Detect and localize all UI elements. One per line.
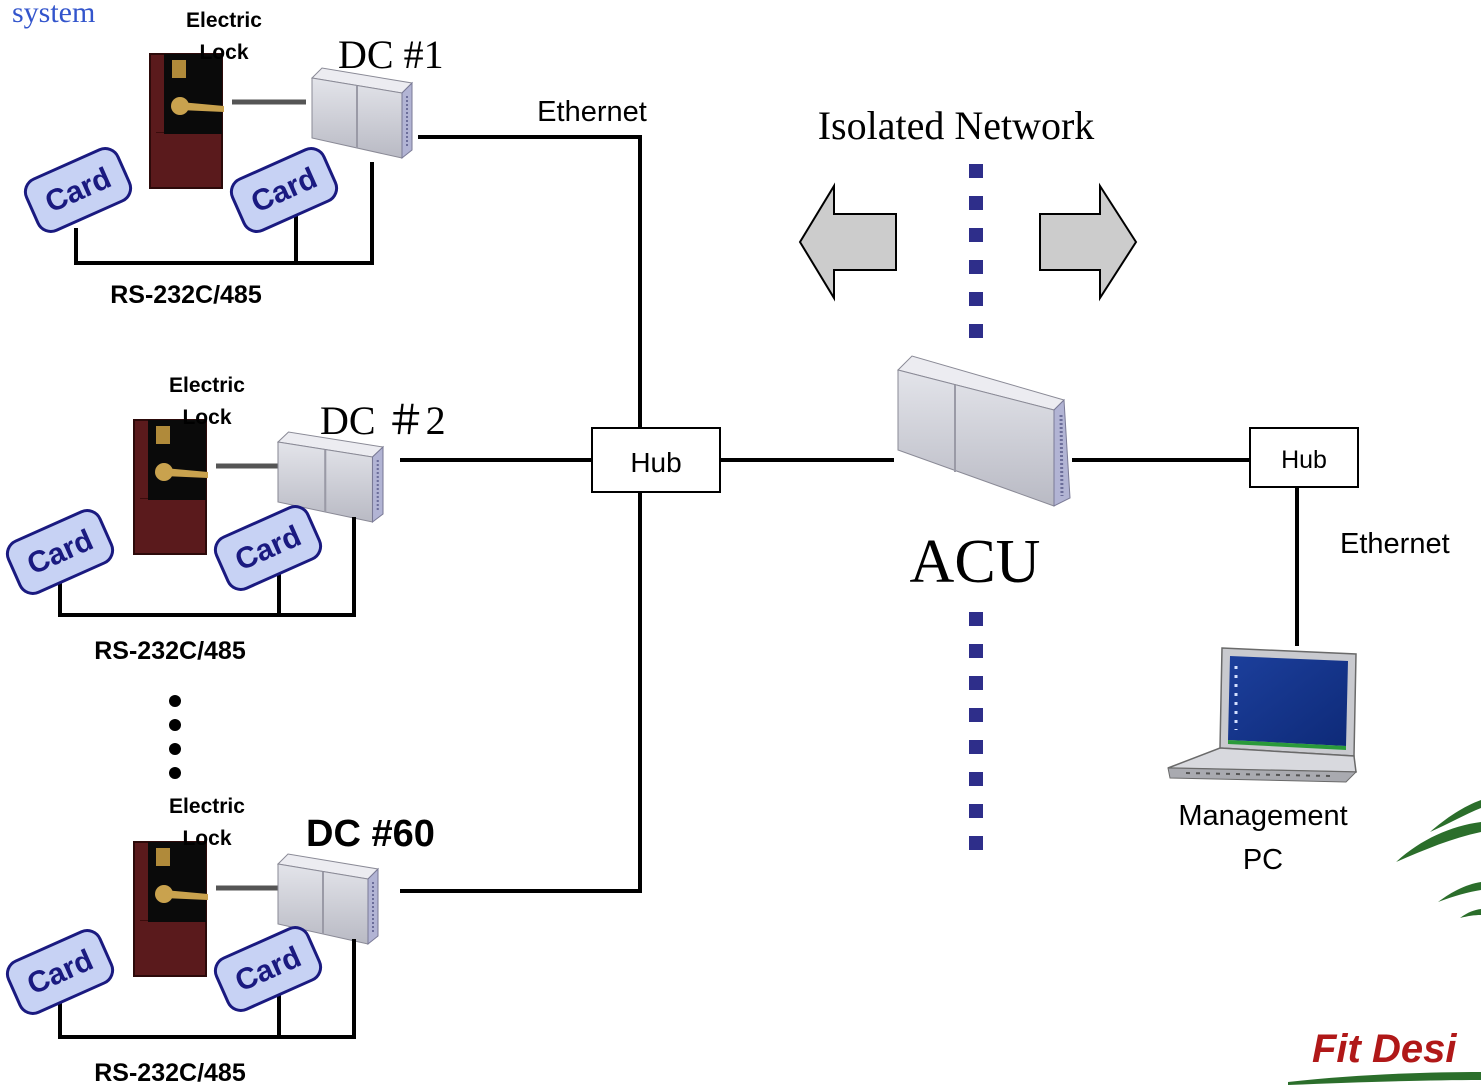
dc-label: DC #1 [338,32,444,77]
hub-label: Hub [1281,446,1327,474]
ellipsis-dots [169,695,181,779]
arrow-right-icon [1039,182,1138,302]
electric-lock-label-line1: Electric [169,374,245,397]
controller-device-icon [311,67,413,159]
card-icon: Card [23,147,133,233]
logo-text: Fit Desi [1312,1027,1457,1071]
isolation-dotted-line [969,164,983,850]
connection-lines [400,135,1299,893]
card-icon: Card [229,147,339,233]
card-icon: Card [5,509,115,595]
acu-device-icon [897,355,1071,507]
rs-bus-label: RS-232C/485 [94,1059,246,1085]
dc-label: DC #60 [306,813,435,855]
door-icon [133,841,209,977]
card-icon: Card [213,926,323,1012]
company-logo: Fit Desi [1288,800,1481,1085]
electric-lock-label-line2: Lock [182,827,231,850]
door-icon [133,419,209,555]
electric-lock-label-line2: Lock [182,406,231,429]
door-controller-group-2: Electric Lock DC ＃2 Card Card RS-232C/48… [5,374,446,665]
hub-label: Hub [630,447,681,478]
rs-bus-label: RS-232C/485 [94,637,246,665]
arrow-left-icon [798,182,897,302]
management-pc-label-line1: Management [1178,800,1347,832]
rs-bus-label: RS-232C/485 [110,281,262,309]
laptop-icon [1167,647,1358,783]
hub-main: Hub [591,427,721,493]
door-icon [149,53,225,189]
acu-label: ACU [910,528,1041,596]
management-pc-label-line2: PC [1243,844,1283,876]
card-icon: Card [213,505,323,591]
dc-label: DC ＃2 [320,398,446,443]
hub-right: Hub [1249,427,1359,488]
electric-lock-label-line2: Lock [199,41,248,64]
header-fragment: system [12,0,95,29]
electric-lock-label-line1: Electric [169,795,245,818]
door-controller-group-60: Electric Lock DC #60 Card Card RS-232C/4… [5,795,435,1085]
door-controller-group-1: Electric Lock DC #1 Card Card RS-232C/48… [23,9,444,309]
card-icon: Card [5,929,115,1015]
isolated-network-label: Isolated Network [818,103,1095,148]
electric-lock-label-line1: Electric [186,9,262,32]
ethernet-label: Ethernet [537,96,647,128]
ethernet-label-right: Ethernet [1340,528,1450,560]
